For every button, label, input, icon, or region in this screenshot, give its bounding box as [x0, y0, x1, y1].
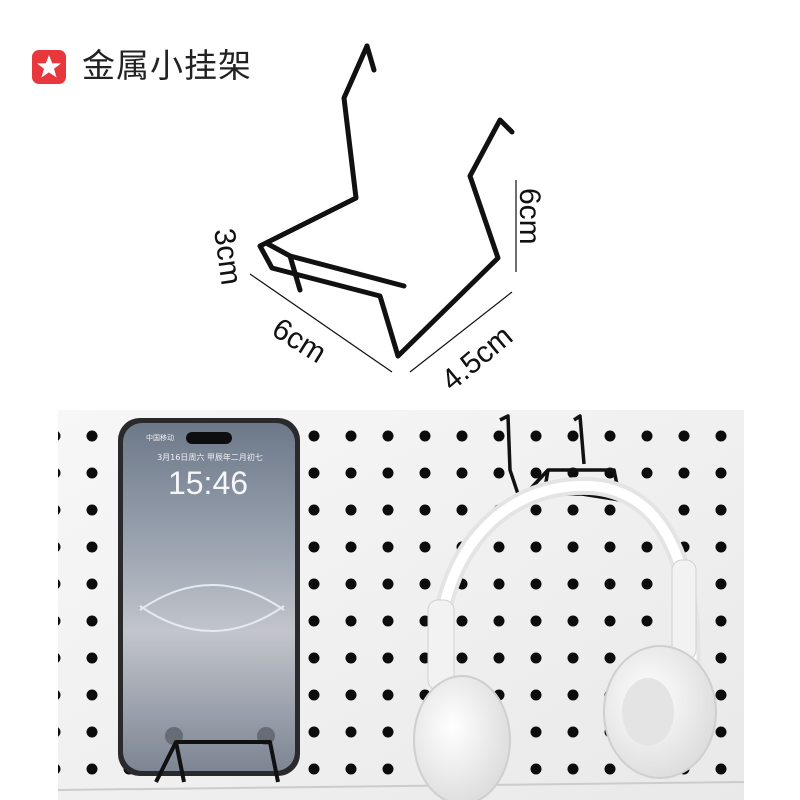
dynamic-island — [186, 432, 232, 444]
phone-hook-wire — [154, 740, 280, 783]
phone-date: 3月16日周六 甲辰年二月初七 — [157, 452, 263, 462]
phone-clock: 15:46 — [168, 465, 248, 501]
dimension-lines — [249, 180, 517, 373]
hook-dimension-diagram: 3cm 6cm 4.5cm 6cm — [207, 43, 546, 398]
phone-carrier: 中国移动 — [146, 433, 174, 442]
product-photo: 中国移动 3月16日周六 甲辰年二月初七 15:46 — [58, 410, 744, 800]
star-badge-icon — [32, 50, 66, 84]
smartphone: 中国移动 3月16日周六 甲辰年二月初七 15:46 — [118, 418, 300, 776]
dim-height-left: 3cm — [207, 226, 248, 287]
dim-width-bottom: 4.5cm — [435, 320, 519, 398]
product-title: 金属小挂架 — [82, 46, 252, 85]
dim-depth-bottom: 6cm — [266, 312, 332, 370]
wire-hook-outline — [257, 43, 515, 359]
headphones — [413, 476, 717, 800]
dim-height-right: 6cm — [513, 188, 546, 245]
